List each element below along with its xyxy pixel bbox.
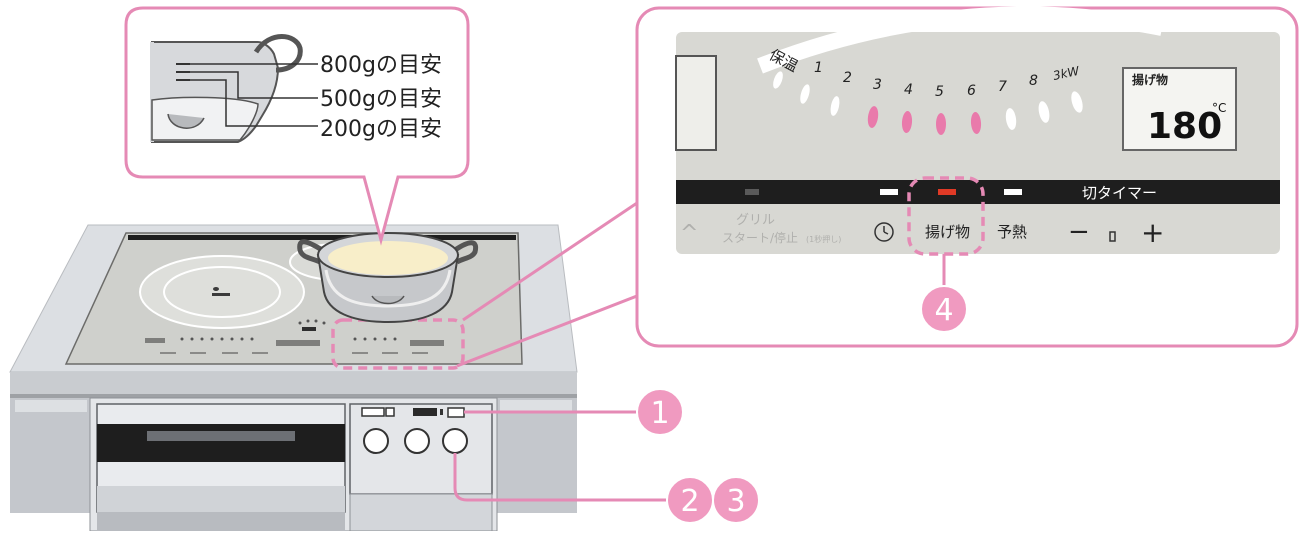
pot-callout: 800gの目安 500gの目安 200gの目安 <box>126 8 468 240</box>
plus-button[interactable]: + <box>1141 216 1164 249</box>
power-level-8: 8 <box>1029 73 1038 89</box>
panel-callout: 保温 1 2 3 4 5 6 7 8 3kW 揚げ物 180 °C <box>457 8 1297 366</box>
knob-right <box>443 429 467 453</box>
left-counter-panel <box>10 395 90 513</box>
step-badge-2-number: 2 <box>680 484 699 519</box>
indicator-strip <box>676 180 1280 204</box>
display-unit: °C <box>1212 101 1226 115</box>
knob-center <box>405 429 429 453</box>
power-level-3: 3 <box>873 77 882 93</box>
timer-label: 切タイマー <box>1082 184 1157 202</box>
grill-label-line1: グリル <box>736 213 775 228</box>
step-badge-3-number: 3 <box>726 484 745 519</box>
grill-label-line2: スタート/停止 <box>722 230 798 245</box>
power-level-4: 4 <box>904 82 913 98</box>
step-badge-1-number: 1 <box>650 396 669 431</box>
preheat-button[interactable]: 予熱 <box>997 223 1027 241</box>
minus-button[interactable]: − <box>1068 217 1090 247</box>
fry-indicator-lamp <box>938 189 956 195</box>
power-level-1: 1 <box>814 60 823 76</box>
knob-left <box>364 429 388 453</box>
power-level-7: 7 <box>998 79 1007 95</box>
power-level-2: 2 <box>843 70 852 86</box>
power-level-5: 5 <box>935 84 944 100</box>
display-mode-label: 揚げ物 <box>1132 72 1168 87</box>
mark-label-500g: 500gの目安 <box>320 87 442 112</box>
cooktop-unit <box>10 225 577 531</box>
mark-label-800g: 800gの目安 <box>320 53 442 78</box>
step-badge-4-number: 4 <box>934 293 953 328</box>
grill-label-line3: (1秒押し) <box>806 234 841 244</box>
fry-button[interactable]: 揚げ物 <box>925 223 970 241</box>
mark-label-200g: 200gの目安 <box>320 117 442 142</box>
display-temperature: 180 <box>1147 106 1222 147</box>
power-level-6: 6 <box>967 83 976 99</box>
up-arrow-icon: ^ <box>680 221 698 246</box>
